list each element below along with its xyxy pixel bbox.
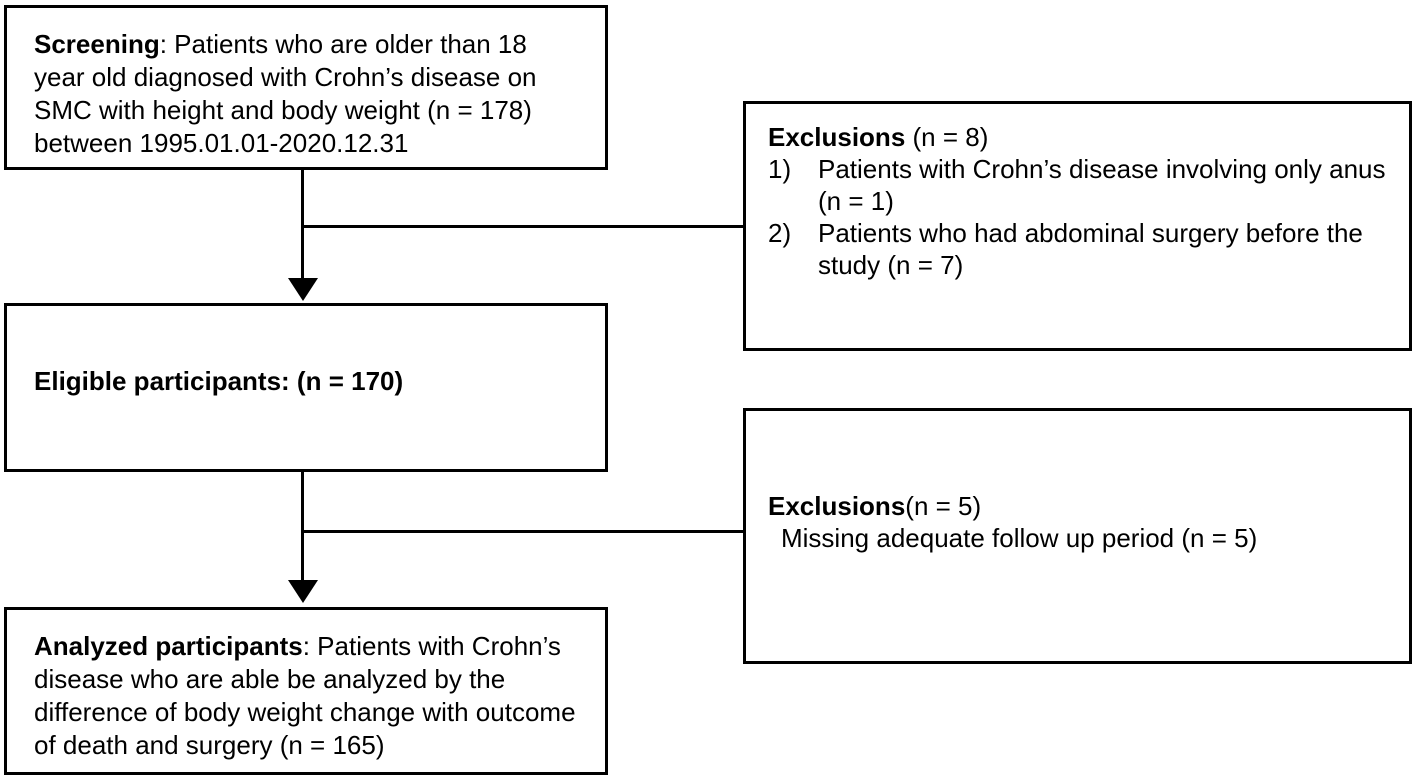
screening-line-1: Screening: Patients who are older than 1…	[34, 28, 599, 61]
screening-line-1-rest: : Patients who are older than 18	[159, 29, 527, 59]
connector-eligible-to-analyzed-line	[301, 472, 304, 582]
exclusions-1-label: Exclusions	[768, 122, 906, 152]
exclusion-item-2-line-1: Patients who had abdominal surgery befor…	[818, 218, 1363, 248]
analyzed-line-4: of death and surgery (n = 165)	[34, 730, 385, 760]
exclusions-2-count: (n = 5)	[905, 491, 982, 521]
exclusion-item-2-marker: 2)	[768, 218, 792, 248]
exclusion-item-1-line-2: (n = 1)	[818, 186, 894, 216]
analyzed-line-2: disease who are able be analyzed by the	[34, 664, 506, 694]
exclusion-item-1-text: Patients with Crohn’s disease involving …	[818, 153, 1386, 217]
analyzed-box: Analyzed participants: Patients with Cro…	[4, 607, 608, 775]
exclusion-item-1: 1) Patients with Crohn’s disease involvi…	[768, 153, 1405, 217]
screening-label: Screening	[34, 29, 160, 59]
screening-line-3: SMC with height and body weight (n = 178…	[34, 95, 532, 125]
screening-line-2: year old diagnosed with Crohn’s disease …	[34, 62, 537, 92]
exclusion-item-1-line-1: Patients with Crohn’s disease involving …	[818, 154, 1386, 184]
analyzed-line-1: Analyzed participants: Patients with Cro…	[34, 630, 601, 663]
arrow-down-icon	[288, 278, 318, 301]
connector-branch-to-exclusions-2	[301, 530, 743, 533]
exclusions-1-box: Exclusions (n = 8) 1) Patients with Croh…	[743, 101, 1412, 351]
exclusions-2-detail: Missing adequate follow up period (n = 5…	[781, 523, 1258, 553]
screening-line-4: between 1995.01.01-2020.12.31	[34, 128, 409, 158]
exclusions-2-label: Exclusions	[768, 491, 906, 521]
eligible-text: Eligible participants: (n = 170)	[34, 366, 404, 396]
exclusions-1-header: Exclusions (n = 8)	[768, 121, 1405, 153]
eligible-box: Eligible participants: (n = 170)	[4, 303, 608, 472]
exclusions-2-header: Exclusions(n = 5)	[768, 490, 1405, 522]
exclusion-item-2-text: Patients who had abdominal surgery befor…	[818, 217, 1363, 281]
exclusions-2-box: Exclusions(n = 5) Missing adequate follo…	[743, 408, 1412, 664]
exclusion-item-1-marker: 1)	[768, 154, 792, 184]
exclusion-item-2: 2) Patients who had abdominal surgery be…	[768, 217, 1405, 281]
analyzed-line-1-rest: : Patients with Crohn’s	[302, 631, 561, 661]
arrow-down-icon	[288, 580, 318, 603]
analyzed-line-3: difference of body weight change with ou…	[34, 697, 576, 727]
exclusions-1-count: (n = 8)	[905, 122, 989, 152]
exclusion-item-2-line-2: study (n = 7)	[818, 250, 964, 280]
screening-box: Screening: Patients who are older than 1…	[4, 5, 608, 170]
connector-branch-to-exclusions-1	[301, 225, 743, 228]
analyzed-label: Analyzed participants	[34, 631, 303, 661]
